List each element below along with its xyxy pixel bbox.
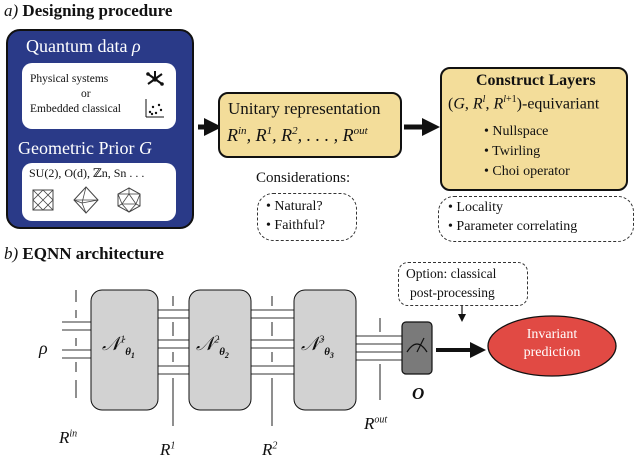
construct-item-choi: • Choi operator bbox=[484, 164, 570, 179]
unitary-title: Unitary representation bbox=[228, 99, 381, 118]
layer-1-box bbox=[90, 289, 159, 411]
unitary-representation-box bbox=[218, 92, 402, 158]
section-b-letter: b) bbox=[4, 244, 19, 263]
arrow-to-prediction bbox=[436, 342, 486, 358]
layer-1-label: 𝒩1θ1 bbox=[102, 334, 135, 360]
geometric-prior-box bbox=[22, 163, 176, 221]
layer-3-box bbox=[293, 289, 357, 411]
considerations-box bbox=[257, 193, 357, 241]
embedded-classical-label: Embedded classical bbox=[30, 103, 122, 115]
equivariant-label: (G, Rl, Rl+1)-equivariant bbox=[448, 94, 600, 113]
layer-3-label: 𝒩3θ3 bbox=[301, 334, 334, 360]
output-wires bbox=[355, 335, 402, 361]
cube-icon bbox=[32, 189, 54, 211]
r1-label: R1 bbox=[160, 440, 176, 459]
section-b-heading: b) EQNN architecture bbox=[4, 244, 164, 264]
symmetry-groups-label: SU(2), O(d), ℤn, Sn . . . bbox=[29, 166, 145, 180]
meter-icon bbox=[406, 343, 428, 353]
physical-systems-label: Physical systems bbox=[30, 73, 109, 85]
option-line-2: post-processing bbox=[410, 285, 495, 300]
molecule-icon bbox=[146, 71, 164, 86]
rout-label: Rout bbox=[364, 414, 388, 433]
section-a-heading: a) Designing procedure bbox=[4, 1, 172, 21]
r2-label: R2 bbox=[262, 440, 278, 459]
representation-list: Rin, R1, R2, . . . , Rout bbox=[227, 125, 368, 145]
wires-layer1-to-layer2 bbox=[157, 309, 189, 375]
observable-label: O bbox=[412, 384, 425, 403]
geometric-prior-title: Geometric Prior G bbox=[18, 138, 152, 158]
measurement-box bbox=[401, 321, 433, 375]
construct-item-nullspace: • Nullspace bbox=[484, 124, 549, 139]
layer-2-box bbox=[188, 289, 252, 411]
section-b-title: EQNN architecture bbox=[22, 244, 164, 263]
section-a-letter: a) bbox=[4, 1, 19, 20]
option-line-1: Option: classical bbox=[406, 266, 497, 281]
considerations-title: Considerations: bbox=[256, 170, 351, 186]
construct-layers-title: Construct Layers bbox=[476, 72, 596, 89]
consideration-natural: • Natural? bbox=[266, 199, 323, 214]
extra-item-locality: • Locality bbox=[448, 200, 504, 215]
consideration-faithful: • Faithful? bbox=[266, 218, 325, 233]
invariant-prediction-label: Invariant prediction bbox=[523, 327, 581, 360]
quantum-data-box bbox=[22, 63, 176, 129]
or-label: or bbox=[81, 88, 91, 100]
layer-2-label: 𝒩2θ2 bbox=[196, 334, 229, 360]
arrow-to-construct bbox=[404, 118, 440, 136]
rin-label: Rin bbox=[59, 428, 78, 447]
quantum-data-title: Quantum data ρ bbox=[26, 36, 141, 56]
extra-item-parameter: • Parameter correlating bbox=[448, 219, 578, 234]
octahedron-icon bbox=[73, 186, 99, 214]
arrow-to-unitary bbox=[198, 118, 222, 136]
construct-layers-box bbox=[440, 67, 628, 191]
input-state-label: ρ bbox=[39, 338, 48, 358]
wires-layer2-to-layer3 bbox=[250, 309, 294, 375]
extra-considerations-box bbox=[438, 196, 634, 242]
scatter-plot-icon bbox=[145, 99, 164, 118]
construct-item-twirling: • Twirling bbox=[484, 144, 541, 159]
section-a-title: Designing procedure bbox=[22, 1, 173, 20]
option-box bbox=[398, 262, 528, 306]
icosahedron-icon bbox=[117, 187, 141, 213]
input-wires bbox=[62, 321, 92, 359]
invariant-prediction-ellipse bbox=[487, 315, 617, 377]
